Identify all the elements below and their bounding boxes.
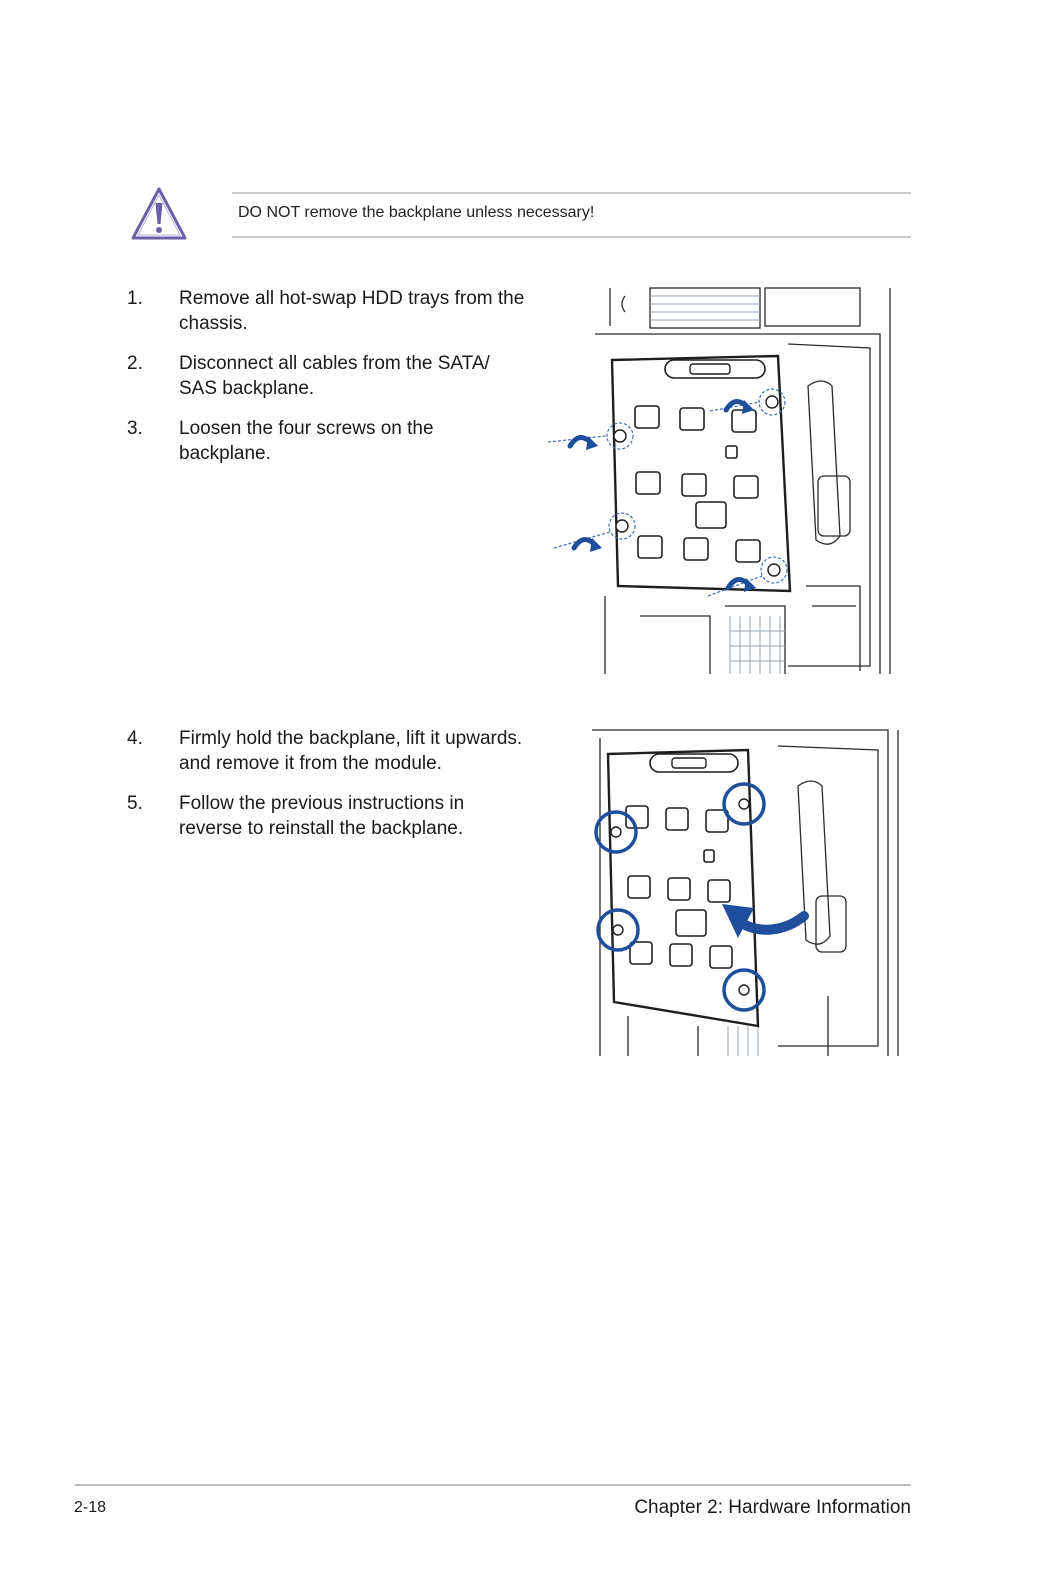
chapter-title: Chapter 2: Hardware Information: [634, 1497, 911, 1518]
step-number: 5.: [127, 793, 143, 814]
step-number: 1.: [127, 288, 143, 309]
list-item: 3. Loosen the four screws on the backplan…: [127, 416, 527, 466]
step-number: 4.: [127, 728, 143, 749]
backplane-lift-illustration: [588, 726, 906, 1056]
list-item: 1. Remove all hot-swap HDD trays from the…: [127, 286, 527, 336]
steps-list-remove: 1. Remove all hot-swap HDD trays from the…: [127, 286, 527, 481]
footer-divider: [75, 1484, 911, 1486]
step-number: 2.: [127, 353, 143, 374]
step-text: Remove all hot-swap HDD trays from the c…: [179, 288, 525, 334]
caution-note: DO NOT remove the backplane unless neces…: [232, 192, 911, 238]
step-text: Firmly hold the backplane, lift it upwar…: [179, 728, 523, 774]
page-number: 2-18: [74, 1499, 107, 1516]
step-text: Disconnect all cables from the SATA/ SAS…: [179, 353, 490, 399]
step-text: Loosen the four screws on the backplane.: [179, 418, 434, 464]
list-item: 2. Disconnect all cables from the SATA/ S…: [127, 351, 527, 401]
step-number: 3.: [127, 418, 143, 439]
list-item: 4. Firmly hold the backplane, lift it upw…: [127, 726, 527, 776]
caution-icon: [130, 185, 188, 243]
backplane-screws-illustration: [540, 286, 895, 674]
steps-list-lift: 4. Firmly hold the backplane, lift it upw…: [127, 726, 527, 856]
step-text: Follow the previous instructions in reve…: [179, 793, 465, 839]
list-item: 5. Follow the previous instructions in re…: [127, 791, 527, 841]
caution-note-text: DO NOT remove the backplane unless neces…: [238, 204, 595, 221]
